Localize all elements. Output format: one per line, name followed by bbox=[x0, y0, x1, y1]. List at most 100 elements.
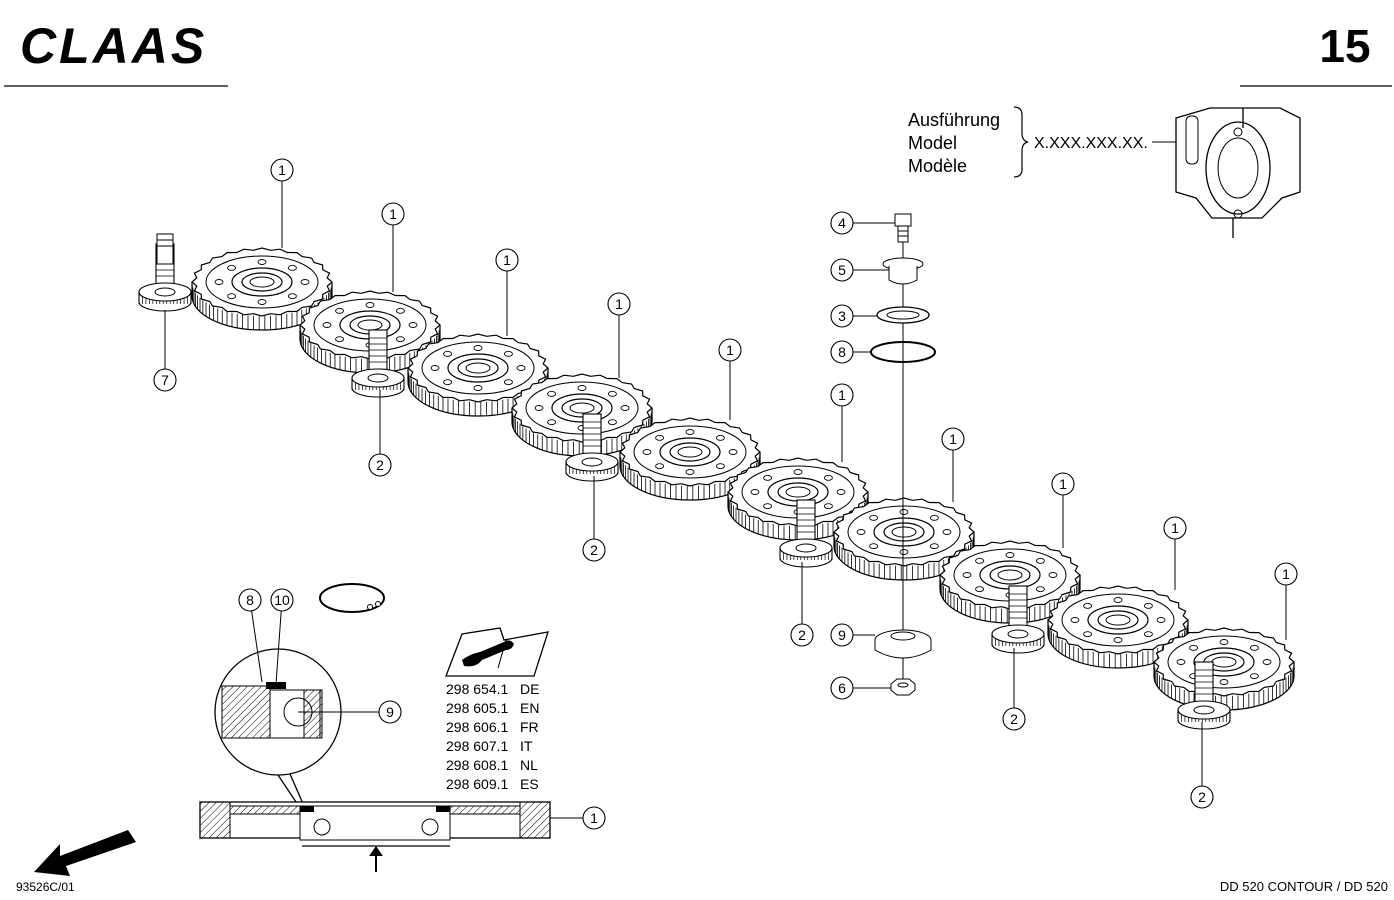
callout-set: 1 1 1 1 1 1 1 1 1 1 1 2 2 2 2 2 4 5 3 8 9 6 7 8 10 9 bbox=[153, 158, 1298, 830]
callout-gear: 1 bbox=[830, 383, 854, 462]
callout-bearing: 9 bbox=[830, 623, 875, 647]
page-number: 15 bbox=[1319, 20, 1370, 72]
callout-pinion: 2 bbox=[582, 476, 606, 562]
gear-icon bbox=[619, 417, 761, 501]
callout-gear: 1 bbox=[607, 292, 631, 378]
callout-gear: 1 bbox=[381, 202, 405, 292]
manual-number: 298 607.1 bbox=[446, 738, 508, 754]
callout-nut: 6 bbox=[830, 676, 891, 700]
manual-lang: EN bbox=[520, 700, 539, 716]
manual-number: 298 654.1 bbox=[446, 681, 508, 697]
callout-number: 9 bbox=[386, 704, 394, 720]
pinion-icon bbox=[1177, 661, 1231, 730]
gear-train bbox=[191, 247, 1295, 711]
gear-cross-section bbox=[199, 801, 582, 872]
callout-number: 1 bbox=[1171, 520, 1179, 536]
washer-icon bbox=[876, 306, 930, 324]
machine-model: DD 520 CONTOUR / DD 520 bbox=[1220, 879, 1388, 894]
callout-number: 7 bbox=[161, 372, 169, 388]
callout-number: 1 bbox=[615, 296, 623, 312]
pinion-icon bbox=[779, 499, 833, 568]
model-plate: Ausführung Model Modèle X.XXX.XXX.XX. bbox=[908, 106, 1301, 238]
callout-gear: 1 bbox=[1274, 562, 1298, 640]
callout-bolt: 4 bbox=[830, 211, 895, 235]
callout-number: 2 bbox=[798, 627, 806, 643]
callout-number: 1 bbox=[1282, 566, 1290, 582]
callout-pinion: 2 bbox=[790, 562, 814, 647]
callout-number: 2 bbox=[590, 542, 598, 558]
manual-list: 298 654.1 DE 298 605.1 EN 298 606.1 FR 2… bbox=[446, 681, 539, 792]
callout-number: 1 bbox=[949, 431, 957, 447]
circlip-icon bbox=[319, 583, 385, 613]
callout-number: 1 bbox=[389, 206, 397, 222]
manual-number: 298 608.1 bbox=[446, 757, 508, 773]
callout-gear: 1 bbox=[718, 338, 742, 420]
svg-text:CLAAS: CLAAS bbox=[20, 18, 207, 74]
callout-number: 1 bbox=[838, 387, 846, 403]
pinion-set bbox=[138, 243, 1231, 730]
pinion-icon bbox=[351, 329, 405, 398]
callout-number: 9 bbox=[838, 627, 846, 643]
callout-gear: 1 bbox=[1051, 472, 1075, 548]
gear-icon bbox=[833, 497, 975, 581]
drive-shaft-icon bbox=[156, 233, 174, 368]
callout-circlip: 10 bbox=[270, 588, 294, 685]
callout-pinion: 2 bbox=[1002, 648, 1026, 731]
callout-pinion: 2 bbox=[368, 390, 392, 477]
nut-icon bbox=[890, 678, 916, 696]
manual-lang: DE bbox=[520, 681, 539, 697]
callout-number: 8 bbox=[246, 592, 254, 608]
callout-drive-pinion: 7 bbox=[153, 368, 177, 392]
drawing-id: 93526C/01 bbox=[16, 880, 75, 894]
callout-number: 2 bbox=[376, 457, 384, 473]
manual-book-icon bbox=[445, 627, 549, 677]
callout-gear: 1 bbox=[550, 806, 606, 830]
callout-number: 2 bbox=[1198, 789, 1206, 805]
callout-number: 1 bbox=[590, 810, 598, 826]
gear-icon bbox=[727, 457, 869, 541]
bearing-detail-view bbox=[214, 648, 342, 809]
callout-bearing: 9 bbox=[298, 700, 402, 724]
brace bbox=[1013, 106, 1029, 178]
model-label-de: Ausführung bbox=[908, 110, 1000, 130]
model-code: X.XXX.XXX.XX. bbox=[1034, 135, 1148, 152]
manual-lang: NL bbox=[520, 757, 538, 773]
callout-bushing: 5 bbox=[830, 258, 889, 282]
callout-number: 4 bbox=[838, 215, 846, 231]
direction-arrow-icon bbox=[34, 830, 136, 876]
model-label-en: Model bbox=[908, 133, 957, 153]
manual-number: 298 609.1 bbox=[446, 776, 508, 792]
callout-number: 5 bbox=[838, 262, 846, 278]
callout-snap-ring: 8 bbox=[238, 588, 263, 683]
gear-icon bbox=[191, 247, 333, 331]
callout-gear: 1 bbox=[941, 427, 965, 502]
manual-lang: IT bbox=[520, 738, 533, 754]
callout-number: 6 bbox=[838, 680, 846, 696]
pinion-icon bbox=[991, 585, 1045, 654]
pinion-icon bbox=[565, 413, 619, 482]
bushing-icon bbox=[882, 257, 924, 285]
gearbox-housing-icon bbox=[1175, 107, 1301, 238]
callout-gear: 1 bbox=[1163, 516, 1187, 590]
gear-icon bbox=[1153, 627, 1295, 711]
manual-number: 298 606.1 bbox=[446, 719, 508, 735]
callout-snap-ring: 8 bbox=[830, 340, 871, 364]
callout-gear: 1 bbox=[495, 248, 519, 336]
callout-number: 3 bbox=[838, 308, 846, 324]
callout-washer: 3 bbox=[830, 304, 877, 328]
gear-icon bbox=[407, 333, 549, 417]
manual-number: 298 605.1 bbox=[446, 700, 508, 716]
callout-gear: 1 bbox=[270, 158, 294, 248]
manual-lang: FR bbox=[520, 719, 539, 735]
model-label-fr: Modèle bbox=[908, 156, 967, 176]
gear-icon bbox=[1047, 585, 1189, 669]
brand-logo: CLAAS bbox=[20, 18, 207, 74]
callout-number: 1 bbox=[726, 342, 734, 358]
callout-number: 10 bbox=[274, 592, 290, 608]
callout-number: 2 bbox=[1010, 711, 1018, 727]
callout-number: 1 bbox=[278, 162, 286, 178]
bearing-icon bbox=[874, 629, 932, 659]
shaft-parts-stack bbox=[870, 213, 936, 696]
callout-number: 8 bbox=[838, 344, 846, 360]
